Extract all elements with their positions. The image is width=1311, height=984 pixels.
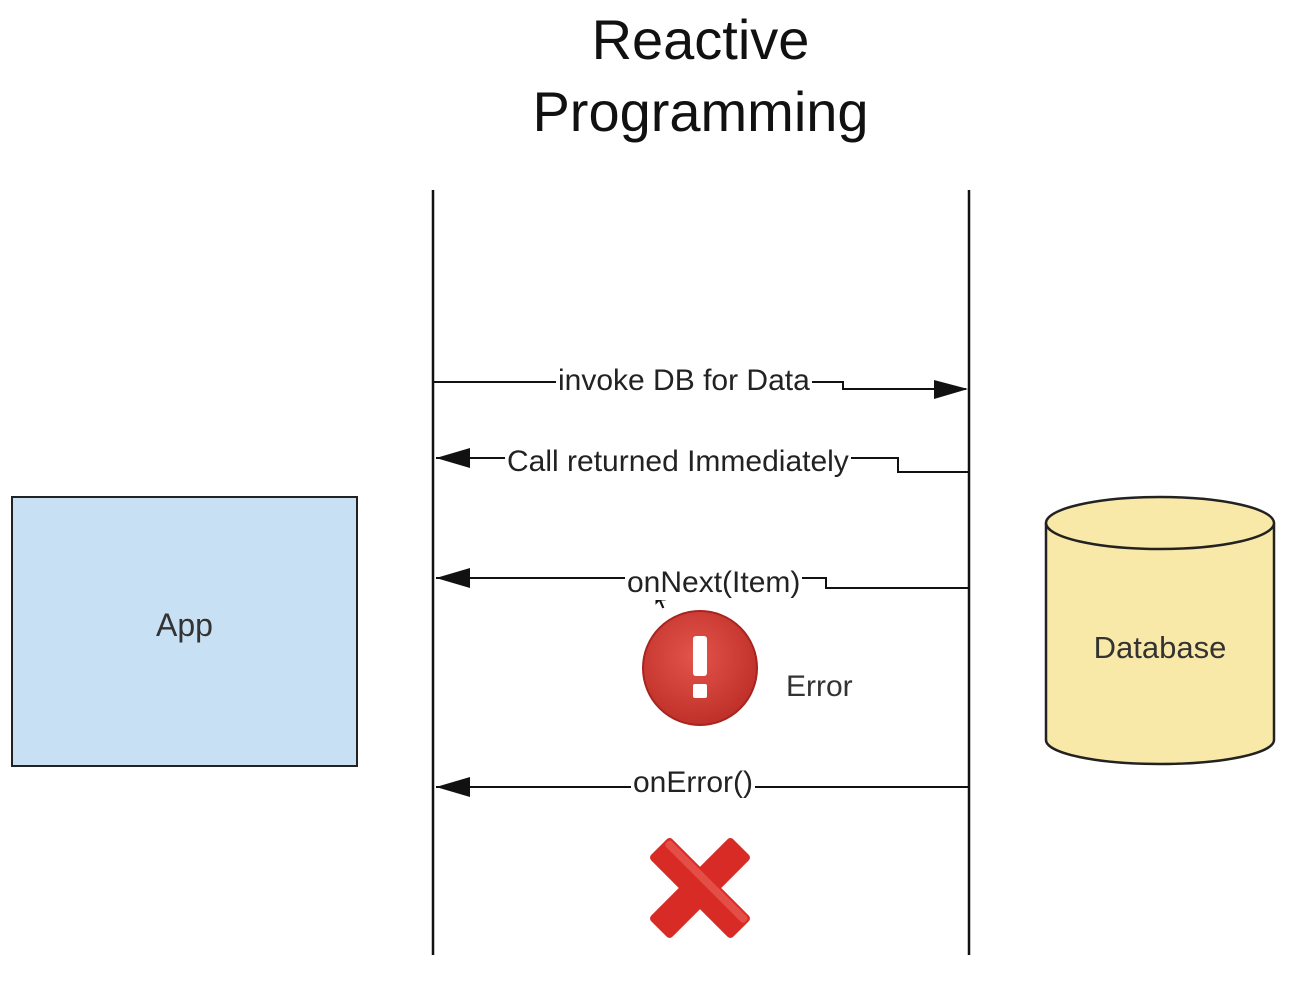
on-error-message-label: onError() — [631, 766, 756, 800]
app-label: App — [156, 607, 213, 643]
exclamation-circle-icon — [642, 610, 758, 726]
red-x-icon — [650, 838, 750, 938]
diagram-title: Reactive Programming — [0, 4, 1311, 148]
returned-arrowhead — [436, 448, 470, 468]
database-cylinder — [1044, 495, 1276, 766]
invoke-message-label: invoke DB for Data — [556, 364, 812, 398]
app-box: App — [11, 496, 358, 767]
on-error-arrowhead — [436, 777, 470, 797]
database-label: Database — [1093, 630, 1227, 665]
title-line-2: Programming — [532, 80, 869, 143]
invoke-arrowhead — [934, 380, 968, 399]
returned-message-label: Call returned Immediately — [505, 445, 851, 479]
on-next-message-label: onNext(Item) — [625, 566, 803, 600]
error-label: Error — [786, 670, 853, 703]
on-next-arrowhead — [436, 568, 470, 588]
title-line-1: Reactive — [591, 8, 810, 71]
